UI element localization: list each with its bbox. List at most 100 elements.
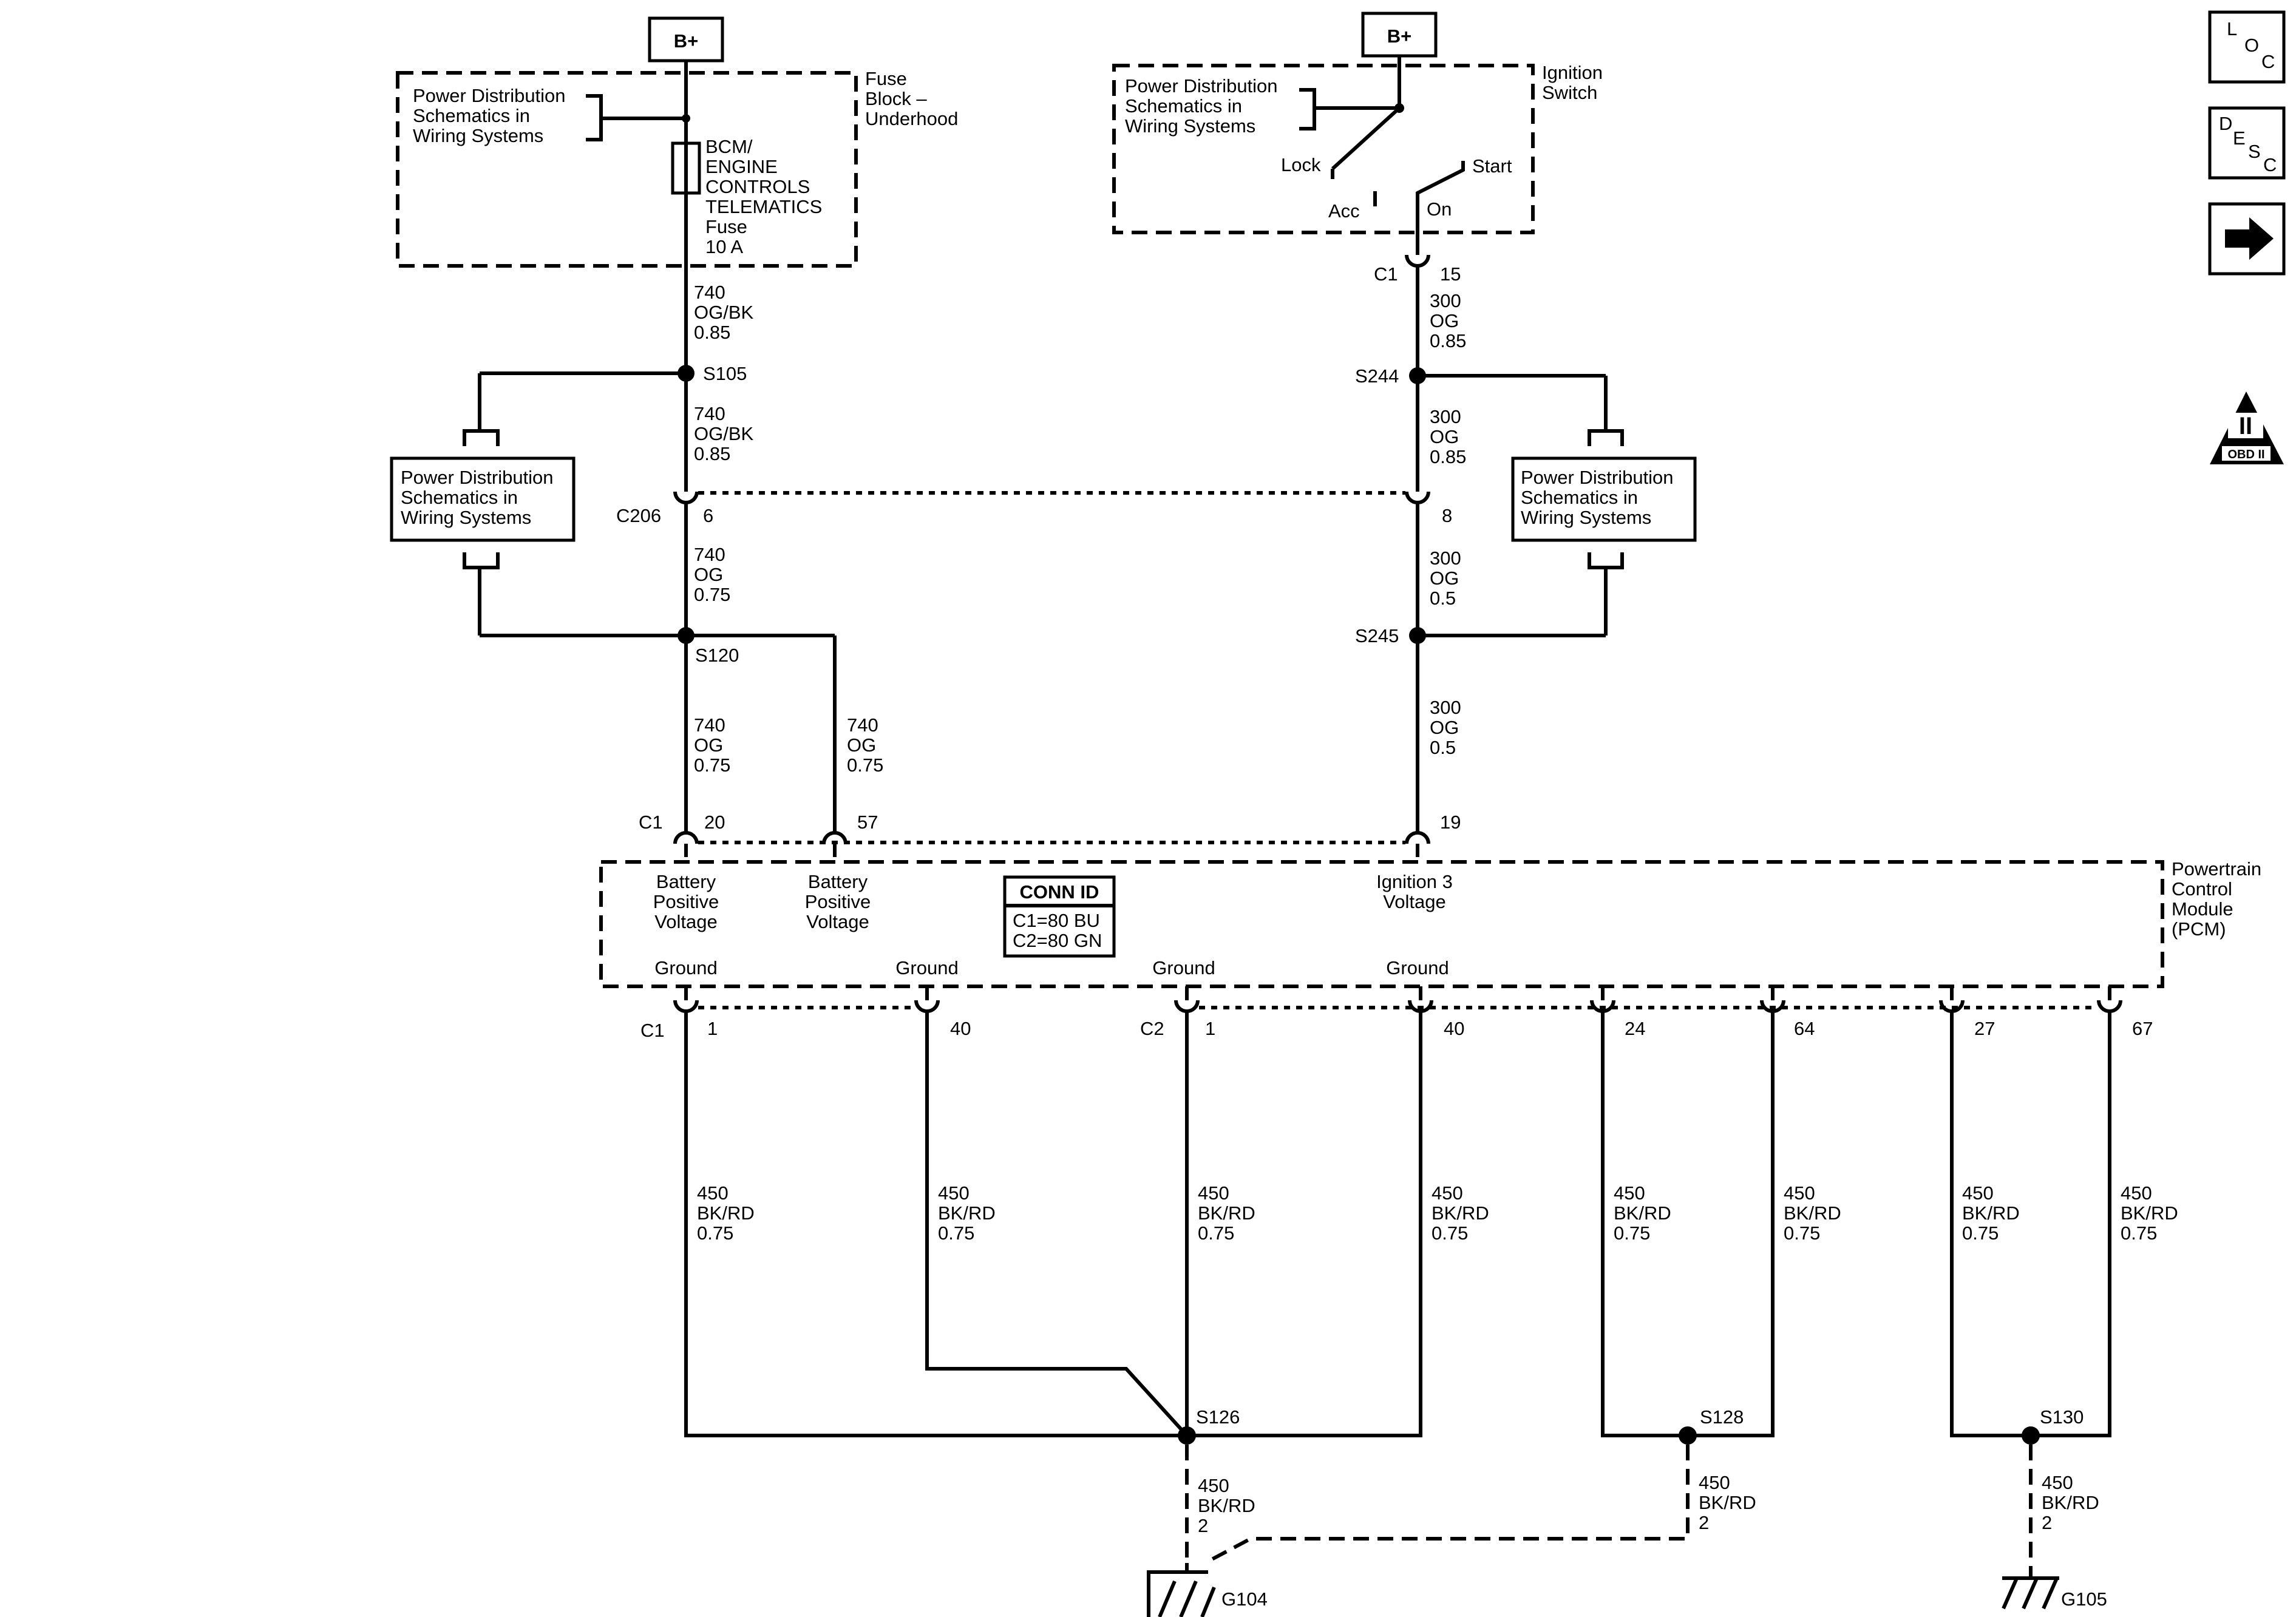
svg-text:Ignition 3: Ignition 3 [1376,871,1453,892]
svg-text:II: II [2239,413,2252,439]
splice-s130 [2022,1426,2040,1445]
svg-text:Control: Control [2172,878,2232,900]
svg-text:450: 450 [2042,1472,2073,1493]
ignition-switch: Ignition Switch Power Distribution Schem… [1112,62,1603,234]
svg-text:0.75: 0.75 [2121,1222,2157,1244]
svg-text:300: 300 [1430,697,1461,718]
svg-text:S130: S130 [2040,1406,2084,1428]
svg-text:0.85: 0.85 [1430,330,1466,351]
svg-text:On: On [1427,198,1452,220]
svg-text:0.5: 0.5 [1430,588,1456,609]
svg-text:C206: C206 [616,505,661,526]
svg-text:0.75: 0.75 [694,584,730,605]
svg-text:BK/RD: BK/RD [1784,1202,1841,1224]
svg-text:10 A: 10 A [705,236,743,257]
svg-text:OG: OG [1430,717,1459,738]
svg-text:Battery: Battery [656,871,716,892]
svg-text:OG: OG [847,734,876,756]
svg-text:C2=80 GN: C2=80 GN [1013,930,1102,951]
svg-text:Ignition: Ignition [1542,62,1603,83]
svg-text:BCM/: BCM/ [705,136,753,157]
svg-text:450: 450 [1699,1472,1730,1493]
svg-text:TELEMATICS: TELEMATICS [705,196,822,217]
arrow-right-icon [2225,217,2274,260]
svg-text:Module: Module [2172,898,2233,920]
wire-740-og-pin57: 740 OG 0.75 [847,714,883,776]
svg-text:0.75: 0.75 [1784,1222,1820,1244]
svg-text:C1: C1 [1374,263,1398,285]
svg-text:Fuse: Fuse [705,216,747,237]
svg-text:S244: S244 [1355,365,1399,387]
ground-wire-labels: 450 BK/RD 0.75 450 BK/RD 0.75 450 BK/RD … [697,1182,2178,1244]
loc-button[interactable]: L O C [2208,10,2286,84]
svg-text:BK/RD: BK/RD [1198,1202,1255,1224]
svg-text:19: 19 [1440,812,1461,833]
svg-text:BK/RD: BK/RD [1962,1202,2020,1224]
power-distribution-box-right[interactable]: Power Distribution Schematics in Wiring … [1511,456,1697,542]
svg-text:300: 300 [1430,547,1461,569]
svg-text:OG: OG [694,734,723,756]
svg-text:D: D [2219,113,2232,134]
svg-text:BK/RD: BK/RD [2121,1202,2178,1224]
svg-text:BK/RD: BK/RD [1699,1492,1756,1513]
next-button[interactable] [2208,202,2286,276]
svg-text:24: 24 [1625,1018,1645,1039]
svg-text:BK/RD: BK/RD [1614,1202,1671,1224]
svg-text:BK/RD: BK/RD [1432,1202,1489,1224]
svg-text:Schematics in: Schematics in [1521,487,1638,508]
svg-text:S: S [2248,141,2261,162]
svg-text:20: 20 [704,812,725,833]
svg-text:0.75: 0.75 [1198,1222,1234,1244]
svg-text:C1: C1 [639,812,663,833]
svg-text:450: 450 [1784,1182,1815,1204]
svg-text:40: 40 [950,1018,971,1039]
power-distribution-reference[interactable]: Power Distribution Schematics in Wiring … [1125,75,1278,137]
wire-300-og-upper: 300 OG 0.85 [1430,290,1466,351]
svg-text:G105: G105 [2061,1588,2107,1610]
svg-text:6: 6 [703,505,713,526]
svg-text:1: 1 [707,1018,718,1039]
splice-s126 [1178,1426,1196,1445]
svg-text:Start: Start [1472,155,1512,177]
svg-text:Positive: Positive [653,891,719,912]
svg-text:740: 740 [694,714,725,736]
conn-id-box: CONN ID C1=80 BU C2=80 GN [1003,875,1116,958]
svg-text:BK/RD: BK/RD [1198,1495,1255,1516]
svg-text:S128: S128 [1700,1406,1744,1428]
svg-text:Block –: Block – [865,88,927,109]
connector-c206-right [1405,491,1430,835]
wire-740-og-pin20: 740 OG 0.75 [694,714,730,776]
svg-text:450: 450 [1962,1182,1994,1204]
svg-text:OG: OG [694,564,723,585]
svg-text:ENGINE: ENGINE [705,156,778,177]
svg-text:Power Distribution: Power Distribution [1125,75,1278,97]
svg-text:450: 450 [938,1182,970,1204]
desc-button[interactable]: D E S C [2208,106,2286,180]
battery-terminal-right: B+ [1361,12,1438,58]
svg-text:Wiring Systems: Wiring Systems [413,125,543,146]
svg-text:OBD II: OBD II [2227,448,2264,461]
splice-s128 [1679,1426,1697,1445]
svg-text:OG: OG [1430,568,1459,589]
svg-text:S126: S126 [1196,1406,1240,1428]
svg-text:0.75: 0.75 [1614,1222,1650,1244]
wire-300-og-mid: 300 OG 0.85 [1430,406,1466,467]
svg-text:BK/RD: BK/RD [697,1202,755,1224]
svg-text:740: 740 [694,403,725,424]
svg-text:27: 27 [1974,1018,1995,1039]
power-distribution-box-left[interactable]: Power Distribution Schematics in Wiring … [390,456,576,542]
svg-text:BK/RD: BK/RD [938,1202,996,1224]
svg-text:C1=80 BU: C1=80 BU [1013,910,1100,931]
svg-text:0.75: 0.75 [697,1222,733,1244]
svg-text:2: 2 [1198,1515,1208,1536]
svg-text:Wiring Systems: Wiring Systems [1521,507,1651,528]
svg-text:450: 450 [1198,1475,1229,1496]
svg-text:S245: S245 [1355,625,1399,646]
svg-text:0.5: 0.5 [1430,737,1456,758]
svg-text:O: O [2244,35,2259,56]
svg-text:OG: OG [1430,426,1459,447]
svg-text:740: 740 [694,282,725,303]
connector-c206-left [673,491,699,636]
power-distribution-reference[interactable]: Power Distribution Schematics in Wiring … [413,85,566,146]
svg-text:450: 450 [697,1182,729,1204]
